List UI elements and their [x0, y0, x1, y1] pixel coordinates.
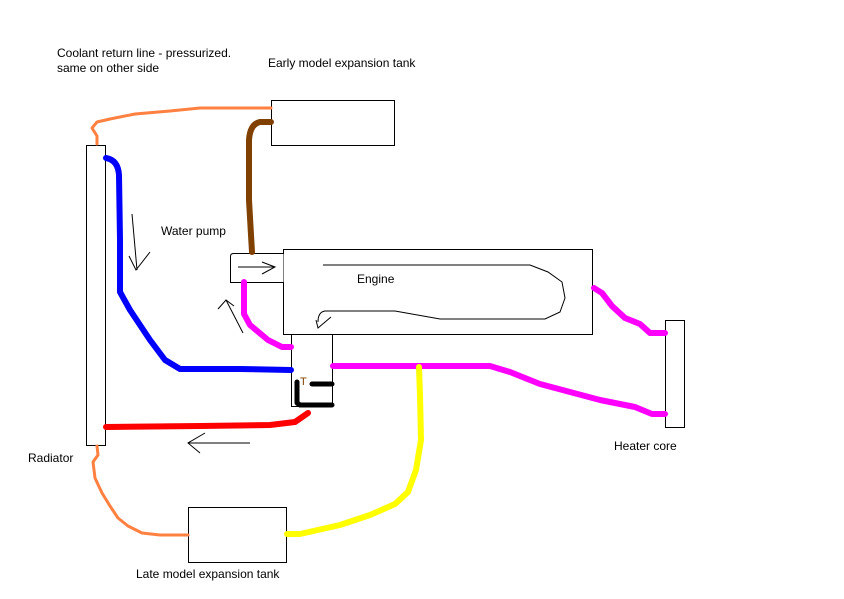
- engine-block: [283, 249, 593, 335]
- radiator-down-arrow: [128, 213, 151, 271]
- engine-flow-arrow: [315, 264, 566, 329]
- heater-supply-line: [330, 363, 668, 417]
- early-tank-label: Early model expansion tank: [268, 56, 416, 70]
- water-pump-label: Water pump: [161, 224, 226, 238]
- thermostat-label: T: [300, 376, 307, 388]
- coolant-return-label: Coolant return line - pressurized. same …: [57, 46, 232, 75]
- radiator: [86, 145, 106, 446]
- heater-core: [665, 320, 685, 428]
- pump-up-arrow: [217, 299, 244, 334]
- late-expansion-tank: [188, 507, 287, 563]
- early-expansion-tank: [271, 100, 395, 146]
- tank-to-pump-line: [246, 119, 274, 255]
- heater-return-line: [591, 285, 668, 336]
- thermostat-pipe: [294, 379, 335, 408]
- water-pump: [230, 253, 284, 283]
- return-flow-arrow: [187, 432, 250, 454]
- radiator-return-line: [103, 410, 311, 430]
- pump-inlet-line: [241, 279, 294, 350]
- radiator-outlet-line: [103, 155, 294, 373]
- engine-label: Engine: [357, 272, 395, 286]
- radiator-label: Radiator: [28, 451, 74, 465]
- late-tank-label: Late model expansion tank: [136, 567, 280, 581]
- heater-core-label: Heater core: [614, 439, 677, 453]
- coolant-return-line-top: [90, 106, 273, 146]
- pump-flow-arrow: [238, 261, 277, 275]
- late-tank-line: [284, 364, 424, 537]
- coolant-return-line-bottom: [91, 444, 190, 537]
